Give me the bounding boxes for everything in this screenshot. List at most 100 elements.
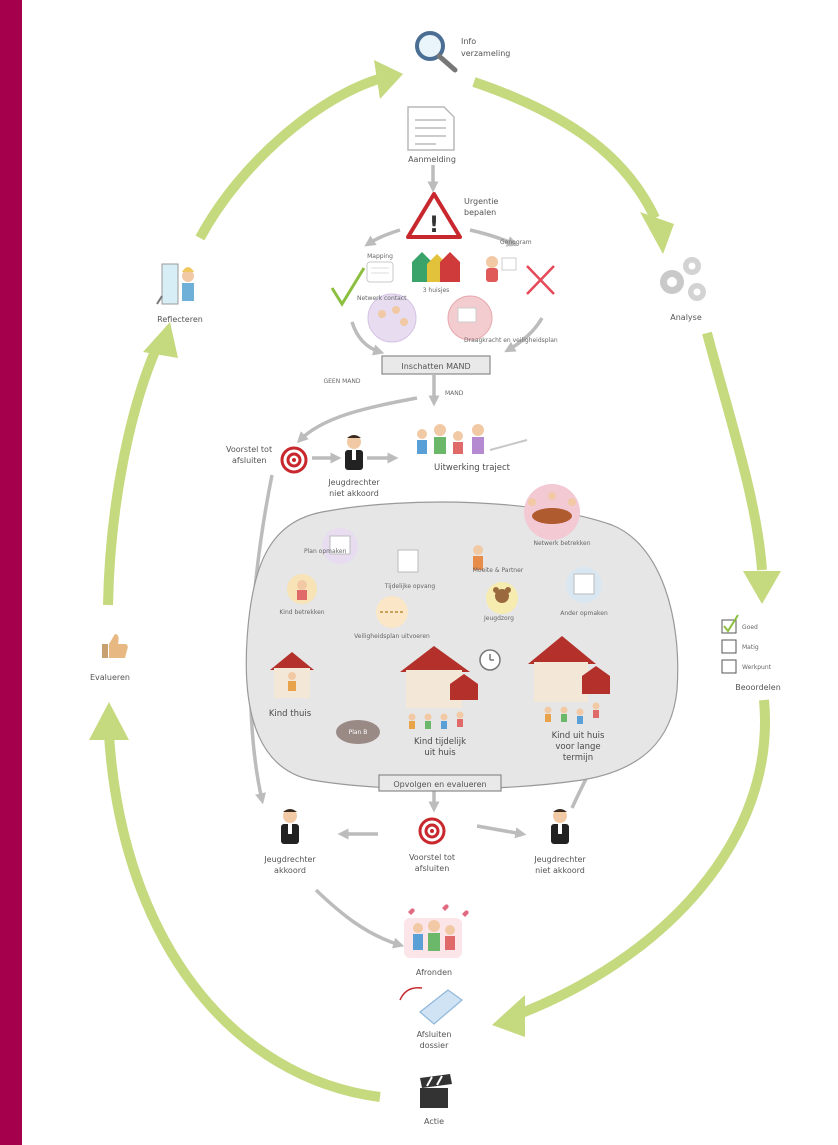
judge-icon [345, 435, 363, 470]
ander-doc-icon [566, 567, 602, 603]
kind-betrekken-icon [287, 574, 317, 604]
kind-lange-label-1: Kind uit huis [552, 731, 605, 741]
mapping-label: Mapping [367, 253, 393, 260]
inschatten-banner [381, 355, 491, 375]
plan-b-label: Plan B [349, 729, 368, 736]
voorstel-top-label-2: afsluiten [232, 456, 267, 465]
child-figure-icon [473, 545, 483, 570]
children-row-tijdelijk [408, 711, 464, 729]
actie-label: Actie [424, 1117, 444, 1126]
info-label-2: verzameling [461, 49, 510, 58]
arrow-evalueren-to-reflecteren [103, 322, 178, 606]
plan-opmaken-label: Plan opmaken [304, 548, 347, 555]
mapping-icon [366, 261, 394, 283]
corner-decoration [697, 0, 838, 19]
network-table-icon [524, 484, 580, 540]
inschatten-label: Inschatten MAND [401, 362, 470, 371]
kind-lange-label-3: termijn [563, 753, 593, 763]
folder-icon [399, 987, 463, 1025]
cross-icon [526, 265, 555, 295]
moeite-partner-label: Moeite & Partner [473, 567, 524, 574]
three-houses-icon [412, 252, 460, 282]
diagram-canvas: Info verzameling Aanmelding ! Urgentie b… [22, 0, 838, 1145]
jr-akkoord-label-1: Jeugdrechter [263, 855, 316, 864]
arrow-to-inschatten-right [504, 317, 544, 353]
opvolgen-banner [378, 774, 502, 792]
judge-icon-niet-akkoord [551, 809, 569, 844]
magnifier-icon [415, 31, 458, 73]
arrow-geen-mand [296, 396, 418, 444]
children-row-lange [544, 702, 600, 724]
uitwerking-label: Uitwerking traject [434, 463, 511, 473]
checklist-goed: Goed [742, 624, 758, 631]
house-icon-tijdelijk [400, 646, 478, 708]
jr-niet-bottom-label-1: Jeugdrechter [533, 855, 586, 864]
arrow-reflecteren-to-info [195, 60, 403, 241]
checklist-werkpunt: Werkpunt [742, 664, 772, 671]
arrow-to-afronden [314, 888, 405, 949]
family-hearts-icon [404, 904, 469, 958]
afsluiten-label-2: dossier [420, 1041, 449, 1050]
genogram-child-icon [486, 256, 517, 282]
geen-mand-label: GEEN MAND [323, 378, 360, 385]
cycle-diagram: Info verzameling Aanmelding ! Urgentie b… [89, 31, 781, 1126]
jeugdzorg-label: Jeugdzorg [483, 615, 514, 622]
kind-tijdelijk-label-1: Kind tijdelijk [414, 737, 466, 747]
mand-label: MAND [445, 390, 464, 397]
plan-b-bubble [336, 720, 380, 744]
evalueren-label: Evalueren [90, 673, 130, 682]
kind-thuis-label: Kind thuis [269, 709, 312, 719]
netwerk-contact-label: Netwerk contact [357, 295, 407, 302]
afronden-label: Afronden [416, 968, 452, 977]
aanmelding-label: Aanmelding [408, 155, 456, 164]
voorstel-bottom-label-2: afsluiten [415, 864, 450, 873]
judge-icon-akkoord [281, 809, 299, 844]
target-icon [280, 446, 308, 474]
gears-icon [660, 257, 706, 301]
arrow-urgentie-right [469, 228, 519, 247]
reflecteren-label: Reflecteren [157, 315, 203, 324]
voorstel-bottom-label-1: Voorstel tot [409, 853, 455, 862]
checklist-matig: Matig [742, 644, 759, 651]
mirror-icon [156, 263, 194, 305]
beoordelen-label: Beoordelen [735, 683, 781, 692]
ander-opmaken-label: Ander opmaken [560, 610, 608, 617]
svg-text:!: ! [429, 213, 439, 238]
house-icon-kind-thuis [270, 652, 314, 698]
kind-tijdelijk-label-2: uit huis [424, 748, 456, 758]
info-label-1: Info [461, 37, 476, 46]
kind-betrekken-label: Kind betrekken [279, 609, 324, 616]
jr-akkoord-label-2: akkoord [274, 866, 306, 875]
veiligheid-icon [376, 596, 408, 628]
veiligheid-label: Veiligheidsplan uitvoeren [354, 633, 430, 640]
arrow-actie-to-evalueren [89, 702, 381, 1102]
arrow-urgentie-left [364, 228, 401, 247]
thumbs-up-icon [102, 634, 128, 658]
urgentie-label-1: Urgentie [464, 197, 498, 206]
target-icon-bottom [418, 817, 446, 845]
clock-icon [479, 649, 501, 671]
draagkracht-label: Draagkracht en veiligheidsplan [464, 337, 558, 344]
opvolgen-label: Opvolgen en evalueren [393, 780, 486, 789]
checklist-icon [721, 614, 739, 674]
document-icon [407, 106, 455, 151]
plan-icon [322, 528, 358, 564]
network-circles [367, 293, 493, 343]
tijdelijke-opvang-label: Tijdelijke opvang [384, 583, 436, 590]
teddy-bear-icon [486, 582, 518, 614]
tools-row: Mapping 3 huisjes Genogram [330, 239, 555, 307]
analyse-label: Analyse [670, 313, 702, 322]
netwerk-betrekken-label: Netwerk betrekken [533, 540, 590, 547]
genogram-label: Genogram [500, 239, 532, 246]
voorstel-top-label-1: Voorstel tot [226, 445, 272, 454]
clapperboard-icon [420, 1074, 452, 1108]
check-icon [330, 267, 366, 307]
jr-niet-top-label-2: niet akkoord [329, 489, 379, 498]
arrow-beoordelen-to-actie [492, 699, 770, 1037]
arrow-to-inschatten-left [350, 321, 385, 356]
jr-niet-bottom-label-2: niet akkoord [535, 866, 585, 875]
urgentie-label-2: bepalen [464, 208, 496, 217]
drie-huisjes-label: 3 huisjes [423, 287, 450, 294]
cycle-arrows [89, 60, 781, 1102]
warning-triangle-icon: ! [406, 192, 462, 239]
